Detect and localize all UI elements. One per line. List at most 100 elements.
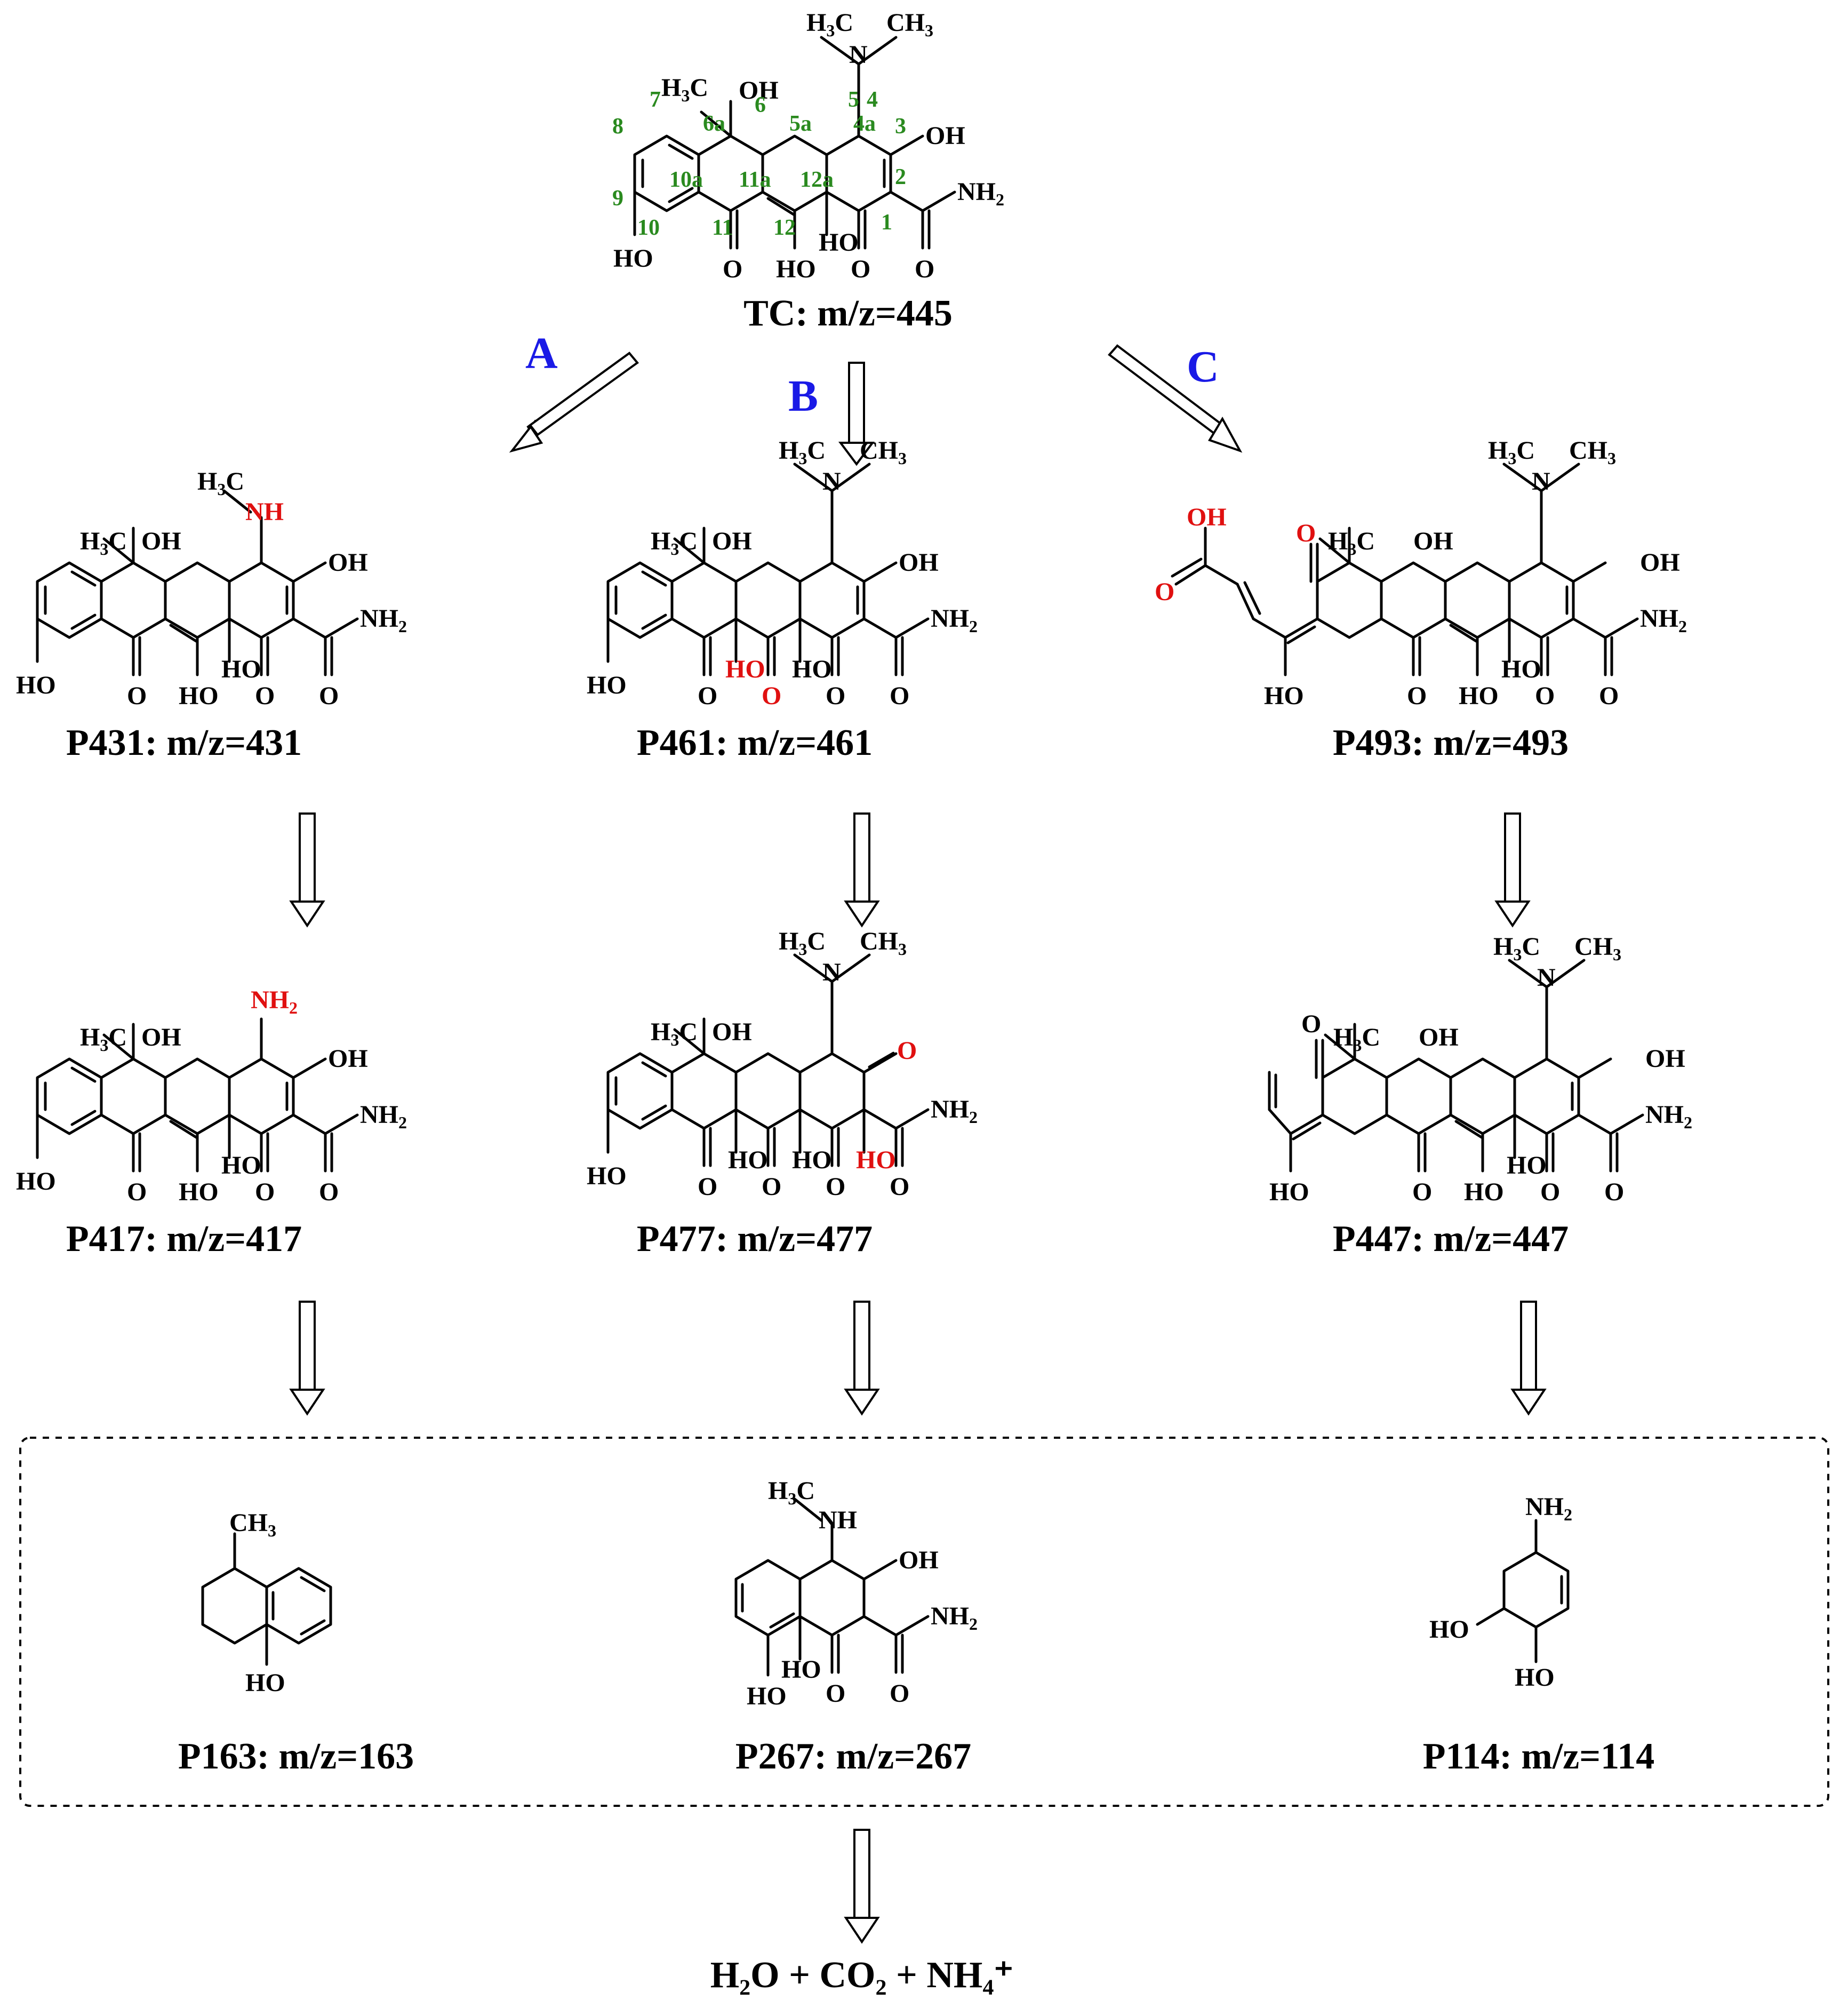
svg-text:HO: HO xyxy=(792,655,832,683)
svg-text:OH: OH xyxy=(1640,548,1680,577)
svg-text:O: O xyxy=(1412,1178,1432,1206)
svg-text:H3C: H3C xyxy=(197,467,244,499)
tc-o-11: O xyxy=(723,255,742,283)
p477-structure xyxy=(606,953,930,1167)
svg-text:OH: OH xyxy=(328,1045,368,1073)
svg-text:N: N xyxy=(1537,963,1556,992)
svg-text:HO: HO xyxy=(781,1655,821,1684)
svg-text:H3C: H3C xyxy=(1333,1023,1380,1055)
tc-h3c: H3C xyxy=(661,74,708,105)
p447-caption: P447: m/z=447 xyxy=(1333,1218,1569,1260)
svg-text:OH: OH xyxy=(1419,1023,1459,1051)
arrow-p493-p447 xyxy=(1494,812,1531,928)
svg-text:HO: HO xyxy=(728,1146,768,1174)
tc-num-6a: 6a xyxy=(703,111,725,136)
svg-text:HO: HO xyxy=(1264,682,1304,710)
svg-text:NH: NH xyxy=(245,498,284,526)
p417-caption: P417: m/z=417 xyxy=(66,1218,302,1260)
svg-text:HO: HO xyxy=(856,1146,896,1174)
p114-labels: NH2 HO HO xyxy=(1429,1493,1572,1692)
tc-num-8: 8 xyxy=(612,114,623,139)
svg-text:OH: OH xyxy=(899,548,939,577)
svg-text:O: O xyxy=(1535,682,1555,710)
tc-n: N xyxy=(849,41,868,69)
tc-caption: TC: m/z=445 xyxy=(743,293,953,334)
svg-text:NH2: NH2 xyxy=(1525,1493,1572,1524)
svg-text:O: O xyxy=(762,682,781,710)
tc-num-5a: 5a xyxy=(789,111,812,136)
svg-text:HO: HO xyxy=(179,682,219,710)
svg-text:OH: OH xyxy=(141,527,181,555)
svg-text:O: O xyxy=(1540,1178,1560,1206)
route-b-label: B xyxy=(788,371,818,421)
p163-labels: CH3 HO xyxy=(229,1509,285,1697)
p461-structure xyxy=(606,463,930,676)
svg-text:O: O xyxy=(255,1178,275,1206)
arrow-route-c xyxy=(1108,344,1243,453)
svg-text:HO: HO xyxy=(245,1669,285,1697)
svg-text:OH: OH xyxy=(141,1023,181,1051)
arrow-p431-p417 xyxy=(289,812,325,928)
p114-caption: P114: m/z=114 xyxy=(1423,1736,1655,1777)
tc-num-3: 3 xyxy=(895,114,906,139)
p431-labels: H3C OH H3C NH OH NH2 O HO O HO HO O xyxy=(16,467,407,710)
svg-text:HO: HO xyxy=(725,655,765,683)
svg-text:O: O xyxy=(762,1173,781,1201)
tc-num-10: 10 xyxy=(637,216,660,240)
svg-text:HO: HO xyxy=(1429,1615,1469,1644)
svg-text:O: O xyxy=(890,682,909,710)
p267-structure xyxy=(734,1497,930,1677)
svg-text:O: O xyxy=(1604,1178,1624,1206)
svg-text:OH: OH xyxy=(712,527,752,555)
svg-text:NH2: NH2 xyxy=(931,1602,978,1634)
svg-text:HO: HO xyxy=(16,671,56,699)
arrow-route-b xyxy=(838,362,875,466)
svg-text:O: O xyxy=(1301,1010,1321,1038)
svg-text:H3C: H3C xyxy=(80,1023,127,1055)
arrow-p461-p477 xyxy=(844,812,880,928)
p477-labels: H3C OH H3C N CH3 O NH2 O HO O HO O HO O … xyxy=(587,927,978,1201)
svg-text:NH2: NH2 xyxy=(360,604,407,636)
svg-text:CH3: CH3 xyxy=(1574,933,1621,964)
tc-o-amide: O xyxy=(915,255,934,283)
svg-text:O: O xyxy=(826,682,845,710)
p493-labels: OH O O H3C OH H3C N CH3 OH NH2 O HO O HO… xyxy=(1155,436,1687,710)
p431-structure xyxy=(36,489,359,676)
svg-text:OH: OH xyxy=(1645,1045,1685,1073)
svg-text:OH: OH xyxy=(899,1546,939,1574)
svg-text:HO: HO xyxy=(179,1178,219,1206)
svg-text:HO: HO xyxy=(1269,1178,1309,1206)
svg-text:H3C: H3C xyxy=(651,1018,698,1049)
svg-text:O: O xyxy=(319,682,339,710)
svg-text:HO: HO xyxy=(1507,1151,1547,1180)
svg-text:OH: OH xyxy=(1187,503,1227,531)
tc-num-5: 5 xyxy=(848,87,859,112)
arrow-to-mineralization xyxy=(844,1829,880,1944)
tc-ho-12a: HO xyxy=(819,228,859,257)
svg-text:O: O xyxy=(698,1173,717,1201)
svg-text:HO: HO xyxy=(747,1682,787,1710)
p431-caption: P431: m/z=431 xyxy=(66,722,302,763)
svg-text:H3C: H3C xyxy=(1488,436,1535,468)
p417-labels: H3C OH NH2 OH NH2 O HO O HO HO O xyxy=(16,986,407,1206)
tc-num-12: 12 xyxy=(773,216,796,240)
p447-structure xyxy=(1268,959,1644,1173)
tc-num-11: 11 xyxy=(712,216,733,240)
svg-text:HO: HO xyxy=(16,1167,56,1196)
svg-text:NH2: NH2 xyxy=(1640,604,1687,636)
p163-caption: P163: m/z=163 xyxy=(178,1736,414,1777)
svg-text:N: N xyxy=(822,467,841,496)
svg-text:H3C: H3C xyxy=(1493,933,1540,964)
tc-ho-12: HO xyxy=(776,255,816,283)
p493-caption: P493: m/z=493 xyxy=(1333,722,1569,763)
svg-text:O: O xyxy=(1155,578,1174,606)
p447-labels: O H3C OH H3C N CH3 OH NH2 O HO O HO HO O xyxy=(1269,933,1692,1206)
svg-text:O: O xyxy=(897,1037,917,1065)
svg-text:O: O xyxy=(255,682,275,710)
svg-text:NH: NH xyxy=(819,1506,857,1534)
tc-num-4a: 4a xyxy=(853,111,876,136)
svg-text:HO: HO xyxy=(587,671,627,699)
svg-text:O: O xyxy=(1407,682,1427,710)
p267-labels: H3C NH OH NH2 O HO HO O xyxy=(747,1477,978,1710)
